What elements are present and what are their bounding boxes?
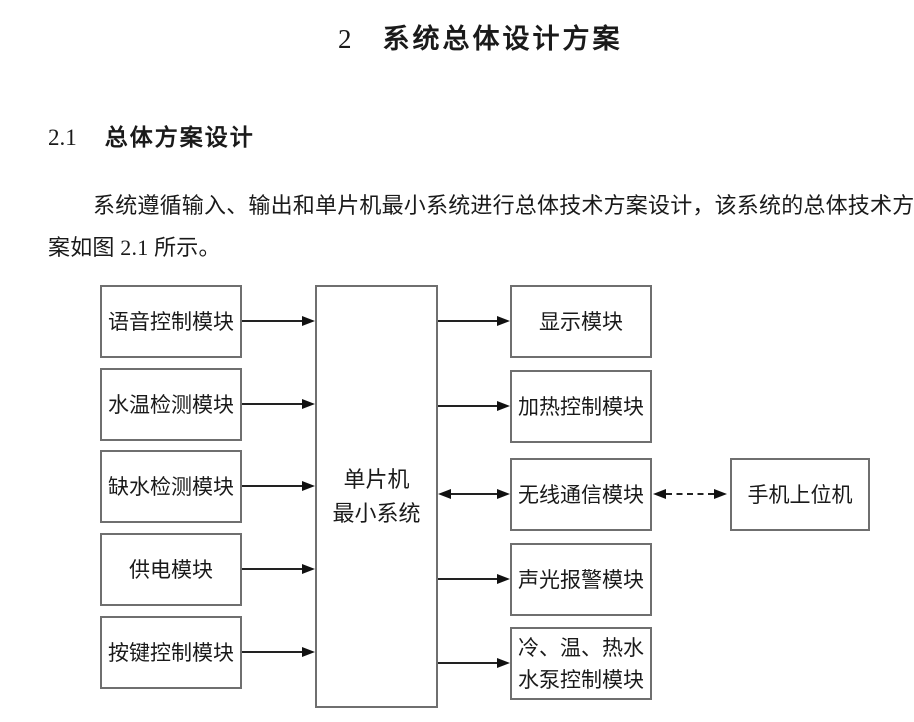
section-title-text: 总体方案设计 [104,124,255,150]
chapter-title: 2 系统总体设计方案 [338,22,623,61]
module-label: 供电模块 [129,557,213,582]
module-box-display: 显示模块 [510,285,652,358]
section-number: 2.1 [48,125,77,150]
module-box-key-control: 按键控制模块 [100,616,242,689]
module-box-heating-control: 加热控制模块 [510,370,652,443]
module-box-wireless-comm: 无线通信模块 [510,458,652,531]
module-box-phone-host: 手机上位机 [730,458,870,531]
module-box-power-supply: 供电模块 [100,533,242,606]
paragraph-line-1: 系统遵循输入、输出和单片机最小系统进行总体技术方案设计，该系统的总体技术方 [93,193,914,218]
module-label: 缺水检测模块 [108,474,234,499]
paragraph-line-2: 案如图 2.1 所示。 [48,235,221,260]
module-label-line2: 最小系统 [332,500,421,526]
module-box-sound-light-alarm: 声光报警模块 [510,543,652,616]
module-label-line1: 单片机 [343,466,410,492]
module-label: 无线通信模块 [518,482,644,507]
chapter-title-text: 系统总体设计方案 [382,24,623,54]
module-label: 按键控制模块 [108,640,234,665]
chapter-number: 2 [338,24,352,54]
module-label-line2: 水泵控制模块 [518,667,644,692]
section-heading: 2.1 总体方案设计 [48,122,255,156]
module-box-water-shortage-detect: 缺水检测模块 [100,450,242,523]
module-label-line1: 冷、温、热水 [518,635,644,660]
module-box-water-pump-control: 冷、温、热水 水泵控制模块 [510,627,652,700]
module-label: 显示模块 [539,309,623,334]
module-label: 加热控制模块 [518,394,644,419]
module-label: 声光报警模块 [518,567,644,592]
module-box-mcu-minimal-system: 单片机 最小系统 [315,285,438,708]
module-box-voice-control: 语音控制模块 [100,285,242,358]
module-label: 语音控制模块 [108,309,234,334]
module-box-water-temp-detect: 水温检测模块 [100,368,242,441]
module-label: 水温检测模块 [108,392,234,417]
module-label: 手机上位机 [747,482,853,507]
